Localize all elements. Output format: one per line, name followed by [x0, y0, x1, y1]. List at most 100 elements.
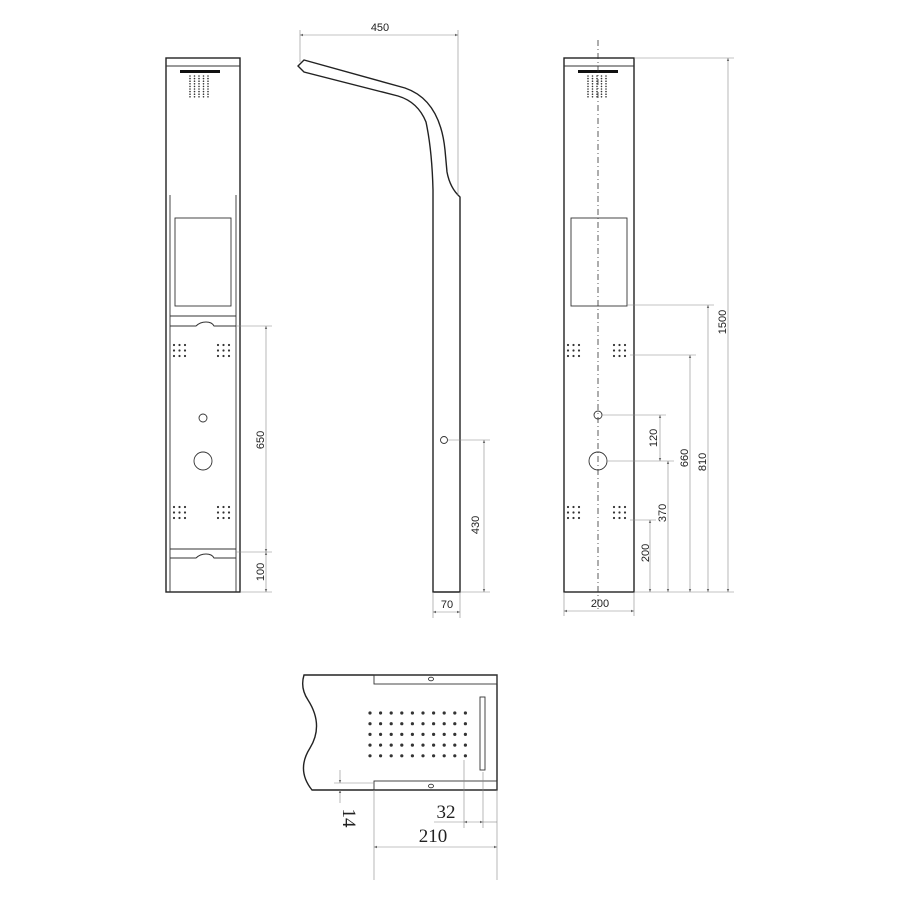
nozzle	[202, 93, 205, 95]
nozzle	[600, 77, 603, 80]
dim-200-width: 200	[591, 598, 609, 610]
nozzle	[591, 77, 594, 80]
waterfall-slot	[479, 696, 486, 771]
jet-nozzle	[572, 349, 575, 352]
nozzle	[193, 90, 196, 93]
nozzle	[587, 83, 589, 85]
head-nozzle	[453, 722, 457, 726]
jet-nozzle	[623, 516, 627, 520]
head-nozzle	[421, 743, 425, 747]
jet-nozzle	[178, 349, 181, 352]
nozzle	[600, 80, 603, 82]
jet-nozzle	[172, 505, 176, 509]
body-jets	[566, 343, 627, 520]
rear-panel-outline	[563, 57, 635, 593]
nozzle	[193, 80, 196, 82]
dim-650: 650	[255, 431, 267, 449]
head-nozzle	[410, 711, 414, 715]
nozzle	[189, 88, 191, 90]
jet-nozzle	[216, 505, 220, 509]
jet-nozzle	[227, 516, 231, 520]
head-nozzle	[463, 722, 467, 726]
head-nozzle	[410, 732, 414, 737]
jet-nozzle	[183, 516, 187, 520]
nozzle	[591, 85, 594, 88]
jet-nozzle	[216, 511, 220, 514]
nozzle	[207, 93, 209, 95]
head-nozzle	[453, 711, 457, 715]
head-nozzles	[368, 711, 467, 758]
nozzle	[189, 80, 191, 82]
nozzle	[193, 88, 196, 90]
jet-nozzle	[612, 511, 616, 514]
rain-shower-nozzles	[587, 75, 607, 98]
jet-nozzle	[222, 511, 225, 514]
jet-nozzle	[612, 349, 616, 352]
dim-120: 120	[648, 429, 660, 447]
head-nozzle	[442, 754, 446, 758]
jet-nozzle	[577, 505, 581, 509]
head-nozzle	[368, 711, 372, 715]
jet-nozzle	[183, 349, 187, 352]
nozzle	[202, 83, 205, 85]
head-nozzle	[442, 743, 446, 747]
nozzle	[202, 96, 205, 98]
nozzle	[591, 93, 594, 95]
nozzle	[193, 77, 196, 80]
jet-nozzle	[577, 511, 581, 514]
head-nozzle	[389, 754, 393, 758]
nozzle	[596, 96, 598, 98]
jet-nozzle	[566, 516, 570, 520]
jet-nozzle	[183, 511, 187, 514]
head-nozzle	[421, 754, 425, 758]
jet-nozzle	[623, 511, 627, 514]
nozzle	[193, 83, 196, 85]
jet-nozzle	[566, 349, 570, 352]
dim-450: 450	[371, 22, 389, 34]
jet-nozzle	[612, 505, 616, 509]
dim-660: 660	[679, 449, 691, 467]
nozzle	[596, 83, 598, 85]
jet-nozzle	[227, 511, 231, 514]
mixer-knob	[193, 451, 213, 471]
nozzle	[605, 80, 607, 82]
head-nozzle	[463, 754, 467, 758]
nozzle	[600, 85, 603, 88]
head-nozzle	[432, 722, 436, 726]
jet-nozzle	[183, 343, 187, 347]
nozzle	[202, 80, 205, 82]
jet-nozzle	[216, 343, 220, 347]
jet-nozzle	[618, 511, 621, 514]
nozzle	[605, 93, 607, 95]
nozzle	[591, 75, 594, 77]
head-nozzle	[453, 743, 457, 747]
head-nozzle	[379, 711, 383, 715]
nozzle	[198, 75, 200, 77]
head-nozzle	[389, 732, 393, 737]
nozzle	[587, 77, 589, 80]
head-nozzle	[410, 722, 414, 726]
nozzle	[189, 90, 191, 93]
head-nozzle	[442, 722, 446, 726]
head-nozzle	[421, 722, 425, 726]
jet-nozzle	[577, 343, 581, 347]
nozzle	[596, 75, 598, 77]
head-nozzle	[432, 754, 436, 758]
jet-nozzle	[612, 343, 616, 347]
nozzle	[202, 90, 205, 93]
head-nozzle	[410, 743, 414, 747]
jet-nozzle	[572, 354, 575, 358]
nozzle	[591, 88, 594, 90]
head-nozzle	[379, 754, 383, 758]
jet-nozzle	[618, 343, 621, 347]
jet-nozzle	[178, 354, 181, 358]
head-nozzle	[463, 711, 467, 715]
jet-nozzle	[227, 354, 231, 358]
nozzle	[605, 88, 607, 90]
nozzle	[605, 96, 607, 98]
nozzle	[198, 88, 200, 90]
display-screen	[174, 217, 232, 307]
jet-nozzle	[222, 505, 225, 509]
nozzle	[587, 93, 589, 95]
